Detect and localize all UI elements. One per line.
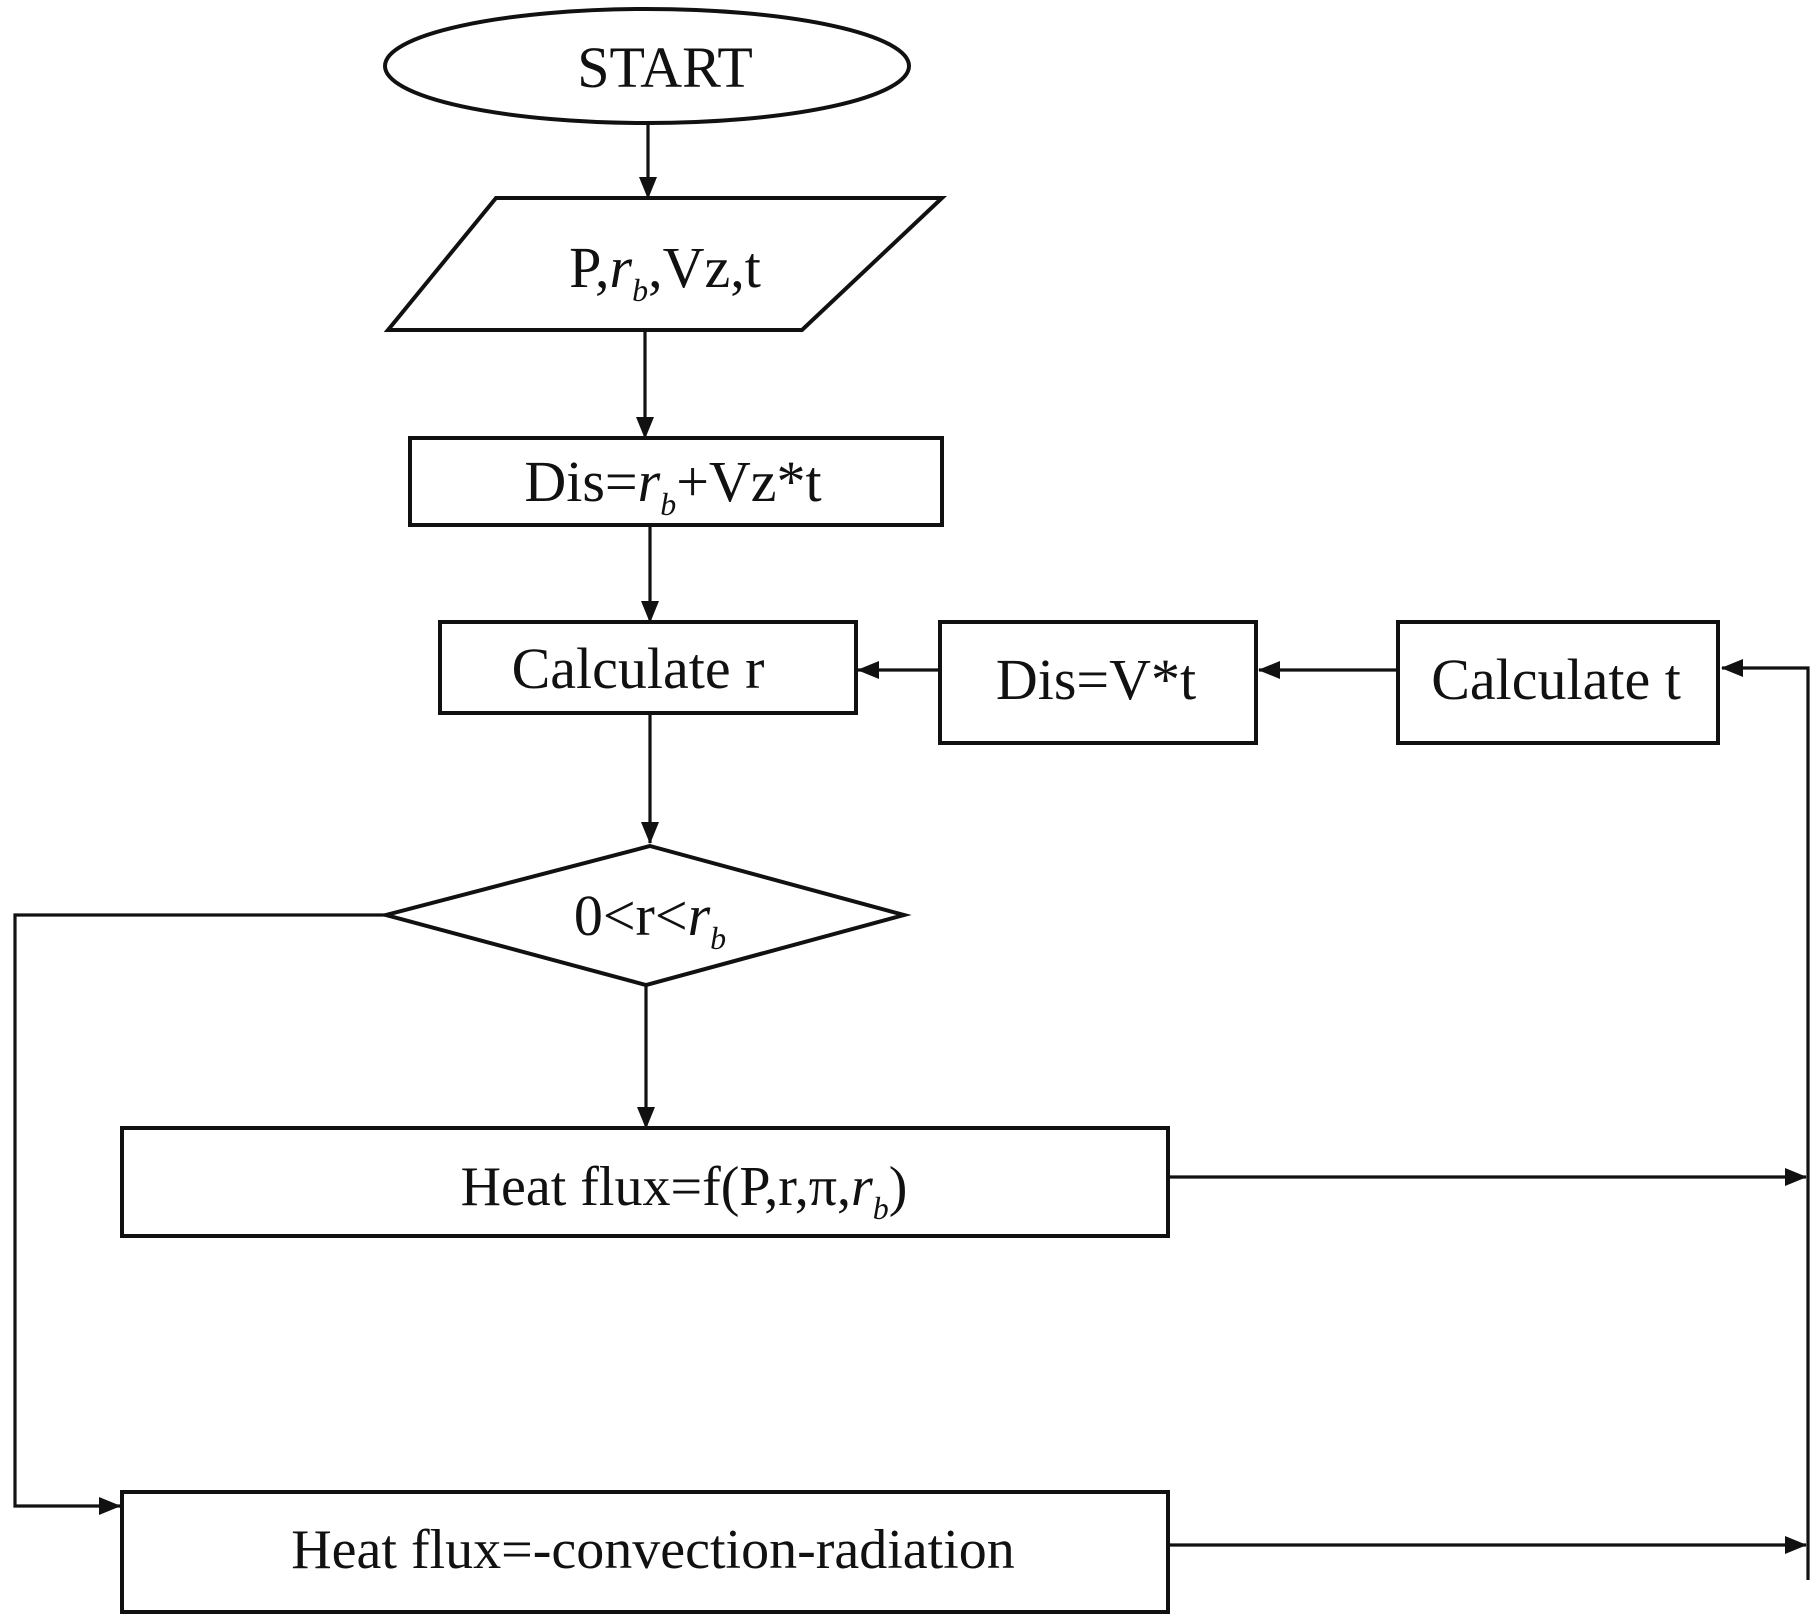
heat-flux-1-label: Heat flux=f(P,r,π,rb): [461, 1156, 908, 1226]
input-prefix: P,: [569, 235, 609, 300]
heat-flux-2-label: Heat flux=-convection-radiation: [291, 1519, 1015, 1581]
heat-flux-1-suffix: ): [889, 1156, 908, 1218]
heat-flux-1-box: [120, 1126, 1170, 1238]
dis-init-prefix: Dis=: [524, 449, 637, 514]
dis-vt-box: [938, 620, 1258, 745]
input-sub: b: [632, 272, 648, 308]
start-ellipse: [383, 7, 911, 125]
decision-label: 0<r<rb: [574, 883, 726, 956]
calc-t-box: [1396, 620, 1720, 745]
heat-flux-1-node: Heat flux=f(P,r,π,rb): [120, 1126, 1170, 1238]
calc-r-label: Calculate r: [512, 636, 765, 701]
heat-flux-2-node: Heat flux=-convection-radiation: [120, 1490, 1170, 1614]
heat-flux-1-prefix: Heat flux=f(P,r,π,: [461, 1156, 851, 1218]
dis-init-box: [408, 436, 944, 527]
decision-node: 0<r<rb: [378, 843, 912, 988]
decision-prefix: 0<r<: [574, 883, 688, 948]
heat-flux-1-var: r: [851, 1156, 873, 1218]
heat-flux-1-sub: b: [873, 1190, 889, 1226]
heat-flux-2-box: [120, 1490, 1170, 1614]
loop-right-return: [1721, 659, 1810, 1580]
input-node: P,rb,Vz,t: [383, 196, 948, 332]
dis-vt-node: Dis=V*t: [938, 620, 1258, 745]
dis-init-sub: b: [660, 486, 676, 522]
dis-init-var: r: [638, 449, 661, 514]
dis-init-suffix: +Vz*t: [676, 449, 821, 514]
decision-var: r: [688, 883, 711, 948]
dis-init-label: Dis=rb+Vz*t: [524, 449, 821, 522]
dis-vt-label: Dis=V*t: [996, 647, 1196, 712]
connectors: [13, 124, 1810, 1580]
calc-r-node: Calculate r: [438, 620, 858, 715]
calc-t-label: Calculate t: [1431, 647, 1681, 712]
start-label: START: [577, 35, 753, 100]
decision-sub: b: [710, 920, 726, 956]
calc-r-box: [438, 620, 858, 715]
start-node: START: [383, 7, 911, 125]
arrow-decision-no-branch: [13, 913, 386, 1515]
calc-t-node: Calculate t: [1396, 620, 1720, 745]
input-suffix: ,Vz,t: [648, 235, 761, 300]
input-label: P,rb,Vz,t: [569, 235, 761, 308]
input-var: r: [610, 235, 633, 300]
input-parallelogram: [383, 196, 948, 332]
dis-init-node: Dis=rb+Vz*t: [408, 436, 944, 527]
decision-diamond: [378, 843, 912, 988]
